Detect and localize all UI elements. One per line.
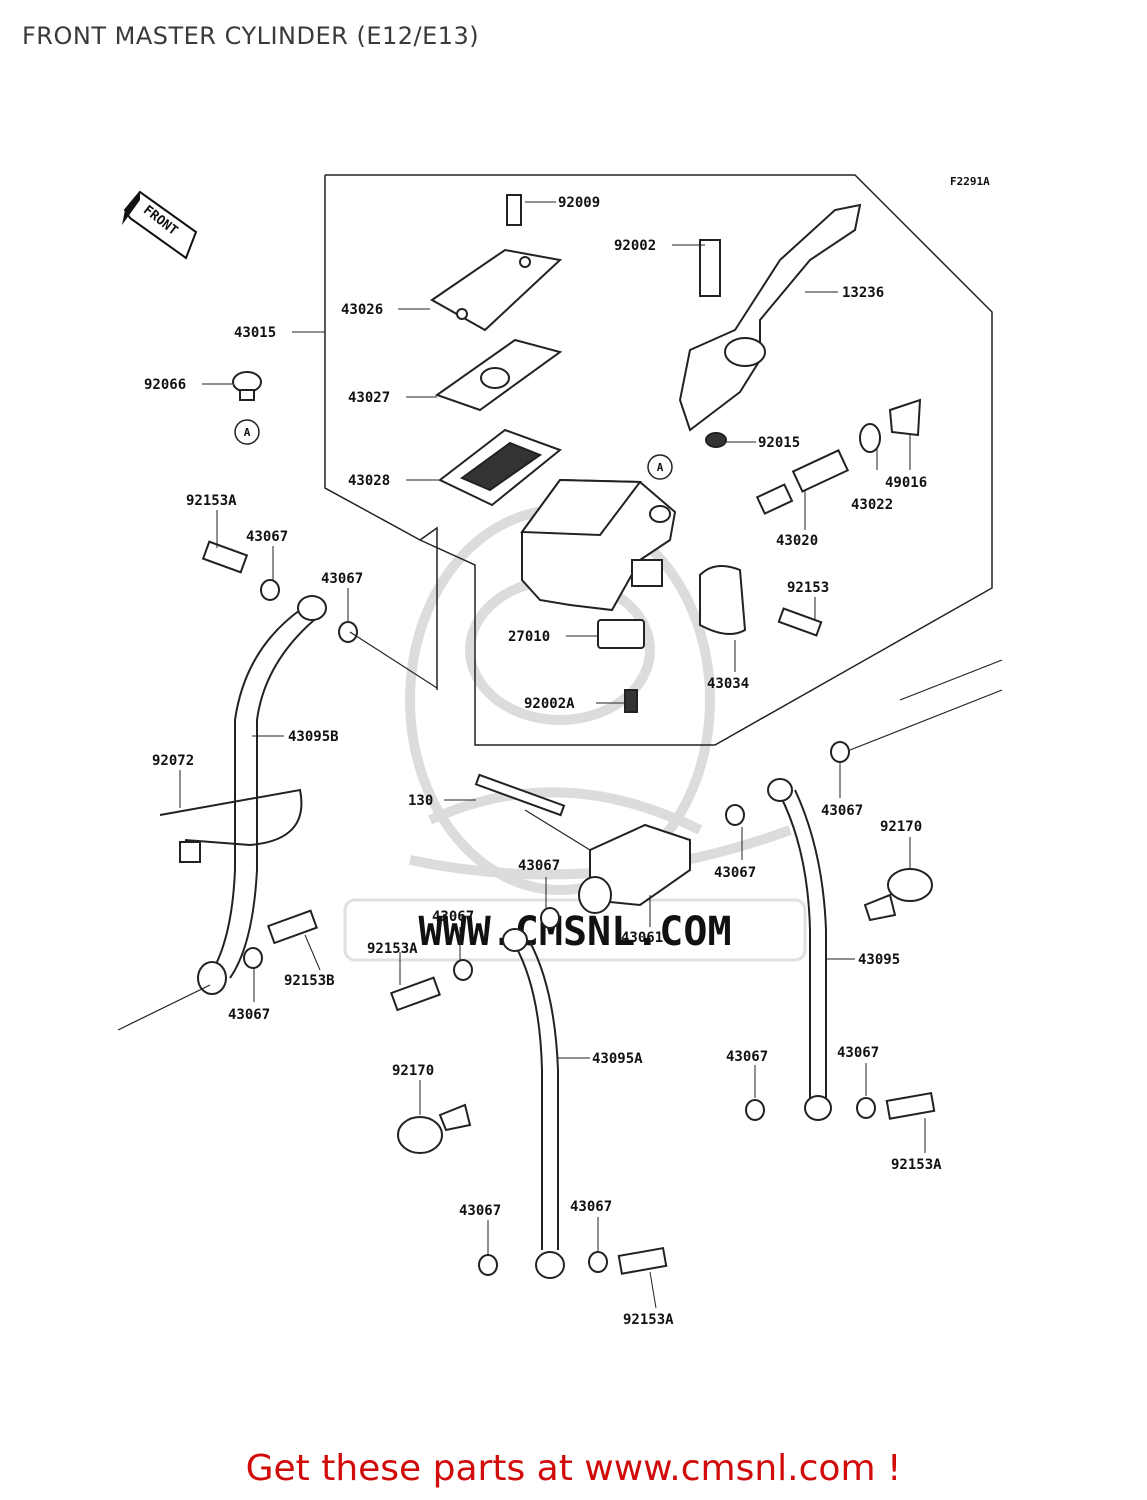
reference-lines [117, 631, 1003, 1031]
part-label: 92066 [144, 377, 186, 393]
part-label: 43067 [321, 571, 363, 587]
svg-text:A: A [657, 461, 664, 474]
part-label: 92153A [891, 1157, 942, 1173]
part-label: 92153 [787, 580, 829, 596]
brake-light-switch [597, 619, 645, 713]
footer-link[interactable]: Get these parts at www.cmsnl.com ! [245, 1448, 902, 1489]
reservoir-plate [434, 338, 563, 412]
part-label: 92153A [367, 941, 418, 957]
part-label: 43026 [341, 302, 383, 318]
hose-guide-92170-lower [397, 1103, 472, 1154]
reservoir-diaphragm [438, 428, 563, 507]
part-label: 43067 [246, 529, 288, 545]
part-label: 43034 [707, 676, 749, 692]
part-label: 43027 [348, 390, 390, 406]
part-label: 13236 [842, 285, 884, 301]
reservoir-cap [430, 248, 563, 332]
master-cylinder-body [520, 478, 677, 612]
plug-92066 [232, 371, 262, 401]
banjo-bolt-icons [201, 540, 936, 1275]
part-label: 92002 [614, 238, 656, 254]
part-label: 92153A [623, 1312, 674, 1328]
assembly-boundary [324, 174, 993, 746]
part-label: 43022 [851, 497, 893, 513]
part-label: 43067 [837, 1045, 879, 1061]
part-label: 43015 [234, 325, 276, 341]
part-label: 92170 [880, 819, 922, 835]
part-label: 43067 [726, 1049, 768, 1065]
part-label: 43067 [821, 803, 863, 819]
washer-icons [243, 579, 876, 1276]
part-label: 43067 [570, 1199, 612, 1215]
brake-hose-43095A [502, 928, 565, 1279]
joint-43061 [474, 773, 691, 914]
bolt-92153 [777, 607, 823, 637]
part-label: 43095 [858, 952, 900, 968]
part-label: 43028 [348, 473, 390, 489]
watermark-text: WWW.CMSNL.COM [418, 909, 731, 955]
hose-clamp-92072 [159, 788, 303, 863]
svg-text:A: A [244, 426, 251, 439]
part-label: 92015 [758, 435, 800, 451]
brake-lever [678, 203, 862, 448]
part-label: 92002A [524, 696, 575, 712]
part-label: 43067 [714, 865, 756, 881]
part-label: 92153A [186, 493, 237, 509]
part-label: 49016 [885, 475, 927, 491]
part-label: 43061 [621, 930, 663, 946]
callout-a-left: A [234, 419, 260, 445]
piston-kit [755, 398, 922, 515]
parts-diagram: WWW.CMSNL.COM F2291A FRONT [117, 174, 1003, 1328]
screw-92009 [506, 194, 522, 226]
part-label: 43067 [228, 1007, 270, 1023]
part-label: 92072 [152, 753, 194, 769]
part-labels: 92009 92002 13236 43026 43015 92066 4302… [144, 195, 942, 1328]
figure-reference-code: F2291A [950, 175, 990, 188]
part-label: 43095B [288, 729, 339, 745]
part-label: 92153B [284, 973, 335, 989]
part-label: 43020 [776, 533, 818, 549]
leader-lines [179, 201, 926, 1309]
part-label: 27010 [508, 629, 550, 645]
part-label: 130 [408, 793, 433, 809]
part-label: 43067 [459, 1203, 501, 1219]
part-label: 92170 [392, 1063, 434, 1079]
watermark-banner [343, 898, 807, 962]
brake-hose-43095B [197, 595, 327, 995]
brake-hose-43095 [767, 778, 832, 1121]
part-label: 43067 [432, 909, 474, 925]
callout-a-body: A [647, 454, 673, 480]
part-label: 43067 [518, 858, 560, 874]
front-arrow-icon: FRONT [122, 190, 198, 260]
part-label: 92009 [558, 195, 600, 211]
page-title: FRONT MASTER CYLINDER (E12/E13) [22, 22, 480, 50]
part-label: 43095A [592, 1051, 643, 1067]
handlebar-clamp [699, 565, 747, 635]
hose-guide-92170-upper [863, 868, 933, 922]
